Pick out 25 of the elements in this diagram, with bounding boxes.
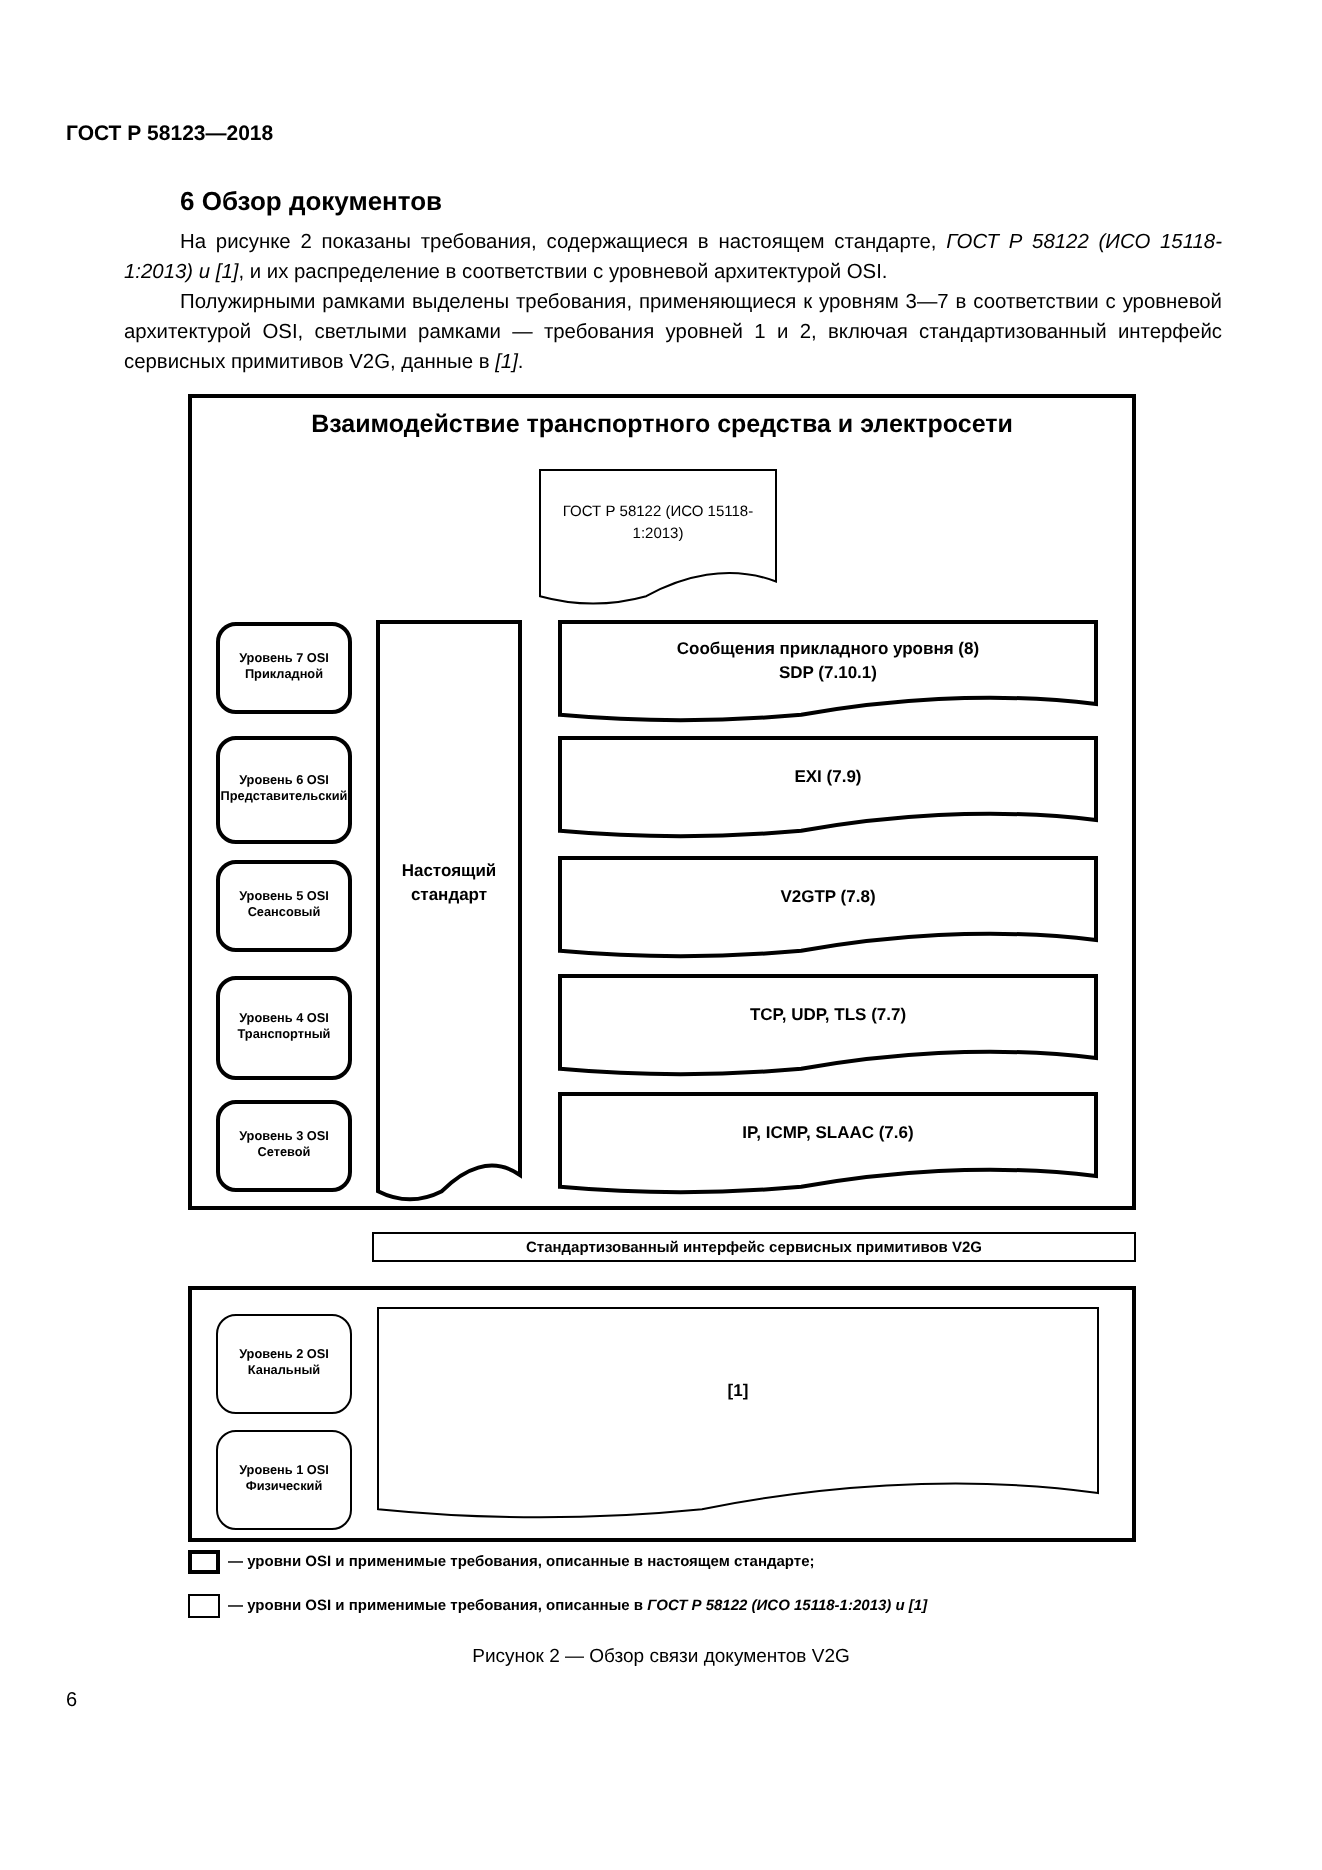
document-shape (560, 622, 1096, 722)
frame-title: Взаимодействие транспортного средства и электросети (309, 410, 1015, 442)
page-number: 6 (66, 1688, 78, 1716)
document-shape (560, 738, 1096, 838)
group-frame (188, 1286, 1136, 1542)
paragraph: На рисунке 2 показаны требования, содержащиеся в настоящем стандарте, ГОСТ Р 58122 (ИСО 15118-1:2013) и [1], и их распределение в соответствии с уровневой архитектурой OSI. (124, 230, 1222, 288)
page-header: ГОСТ Р 58123—2018 (66, 120, 274, 150)
document-shape (378, 1308, 1098, 1520)
paragraph: Полужирными рамками выделены требования, применяющиеся к уровням 3—7 в соответствии с уровневой архитектурой OSI, светлыми рамками — требования уровней 1 и 2, включая стандартизованный интерфейс сервисных примитивов V2G, данные в [1]. (124, 290, 1222, 378)
document-shape (560, 976, 1096, 1076)
document-label: EXI (7.9) (794, 765, 862, 789)
document-label: V2GTP (7.8) (780, 885, 876, 909)
document-shape (540, 470, 776, 606)
document-shape (378, 622, 520, 1202)
document-label: Настоящий стандарт (399, 860, 499, 906)
section-heading: 6 Обзор документов (180, 184, 443, 220)
document-label: Сообщения прикладного уровня (8) (676, 638, 980, 661)
document-label: TCP, UDP, TLS (7.7) (749, 1003, 907, 1027)
group-frame (188, 394, 1136, 1210)
document-shape (560, 1094, 1096, 1194)
document-label: IP, ICMP, SLAAC (7.6) (742, 1121, 914, 1145)
document-shape (560, 858, 1096, 958)
figure-caption: Рисунок 2 — Обзор связи документов V2G (470, 1644, 852, 1672)
document-label: SDP (7.10.1) (779, 661, 877, 684)
document-label: [1] (727, 1379, 749, 1403)
